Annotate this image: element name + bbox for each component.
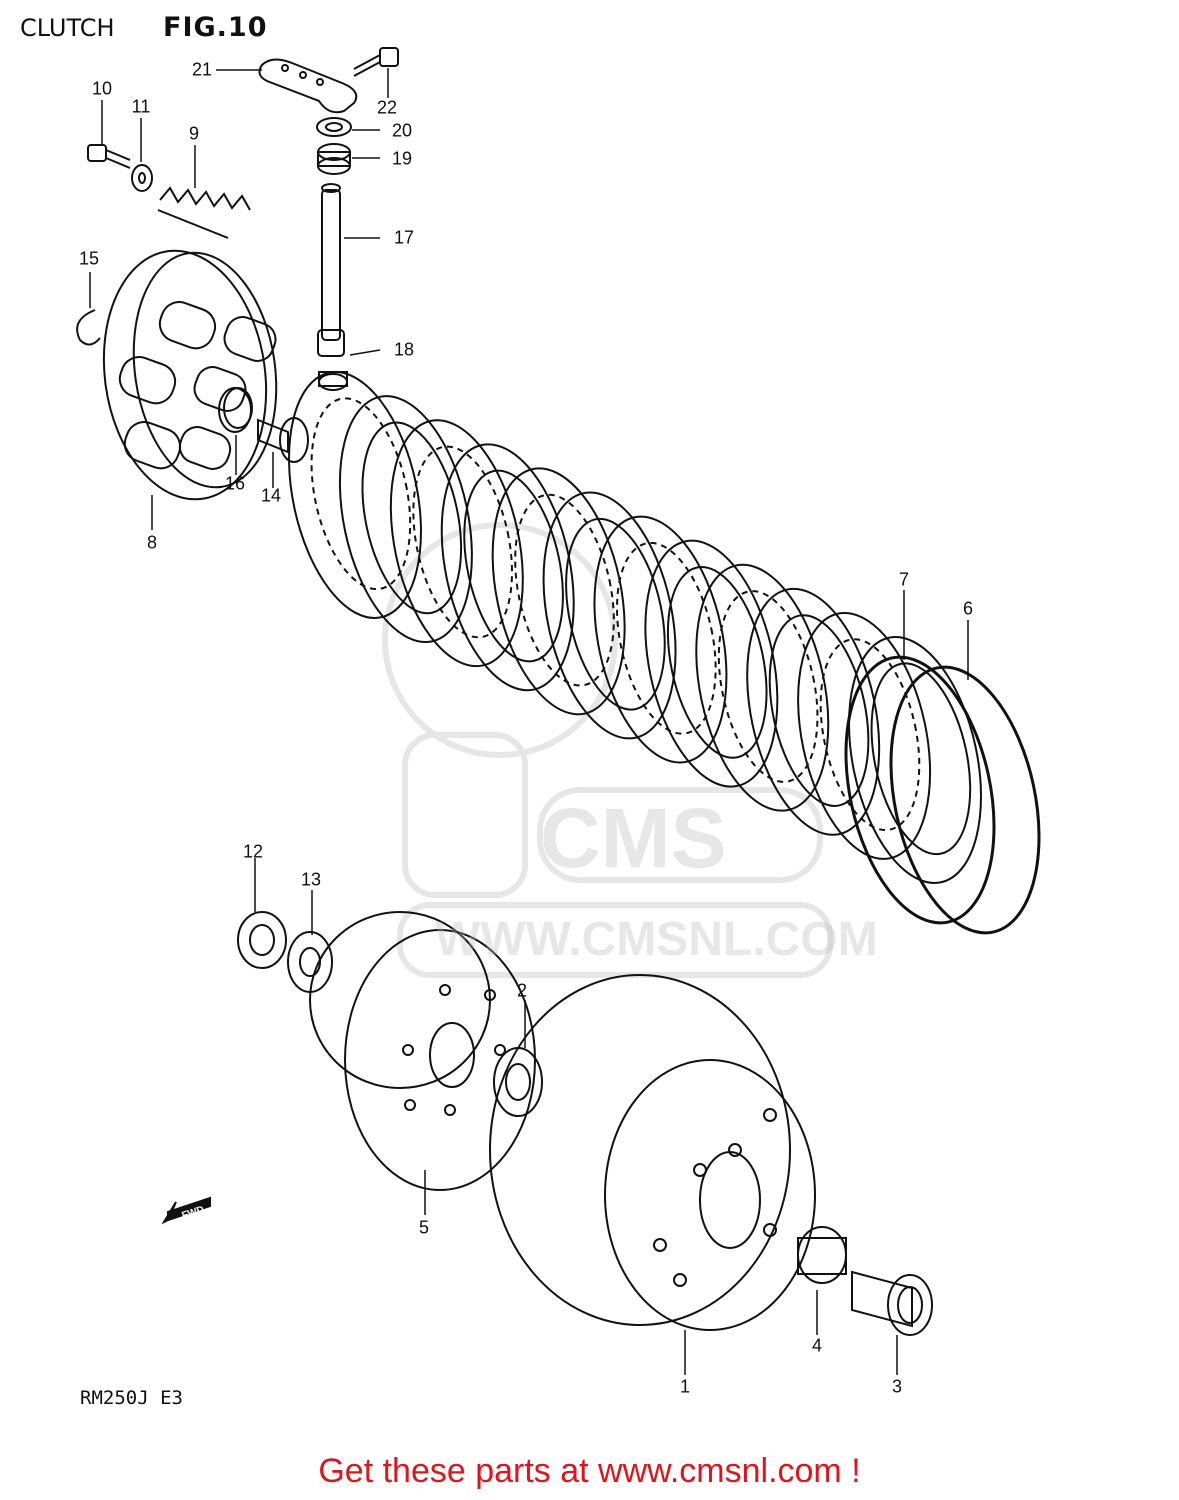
plate-inner-teeth [870, 662, 972, 856]
callout-14: 14 [260, 485, 282, 506]
spring-bolt [87, 144, 131, 169]
clutch-plate-stack [288, 371, 1041, 935]
drive-plate [593, 515, 728, 764]
callout-12: 12 [242, 841, 264, 862]
drive-plate [288, 371, 422, 619]
callout-19: 19 [391, 148, 413, 169]
drive-plate-front [889, 665, 1041, 935]
circlip [76, 309, 101, 346]
callout-10: 10 [91, 78, 113, 99]
friction-plate-front [844, 655, 996, 925]
clutch-sleeve-hub [309, 911, 536, 1191]
needle-bearing [797, 1226, 847, 1284]
callout-1: 1 [679, 1376, 691, 1397]
plate-inner-teeth [514, 493, 615, 687]
shaft-oil-seal [316, 117, 352, 137]
lock-washer [287, 931, 333, 993]
callout-13: 13 [300, 869, 322, 890]
pressure-plate [102, 249, 278, 501]
release-bearing [218, 387, 252, 433]
callout-17: 17 [393, 227, 415, 248]
plate-inner-teeth [565, 517, 666, 711]
callout-18: 18 [393, 339, 415, 360]
plate-inner-teeth [819, 638, 921, 832]
callout-15: 15 [78, 248, 100, 269]
figure-number: FIG.10 [163, 12, 268, 43]
callout-11: 11 [131, 96, 151, 117]
clutch-housing [489, 974, 816, 1331]
callout-21: 21 [191, 59, 213, 80]
release-shaft [317, 183, 345, 357]
plate-inner-teeth [768, 614, 870, 807]
drive-plate [695, 563, 830, 812]
model-code: RM250J E3 [80, 1387, 183, 1409]
callout-8: 8 [146, 532, 158, 553]
drive-plate [491, 467, 626, 716]
callout-16: 16 [224, 473, 246, 494]
clutch-spring [157, 186, 251, 239]
footer-parts-link[interactable]: Get these parts at www.cmsnl.com ! [318, 1452, 861, 1490]
callout-3: 3 [891, 1376, 903, 1397]
forward-arrow-icon [161, 1196, 211, 1225]
plate-inner-teeth [616, 541, 717, 735]
callout-20: 20 [391, 120, 413, 141]
plate-inner-teeth [310, 397, 412, 591]
spring-washer [131, 164, 153, 192]
callout-22: 22 [376, 97, 398, 118]
callout-7: 7 [898, 569, 910, 590]
callout-5: 5 [418, 1217, 430, 1238]
drive-plate [389, 419, 524, 668]
plate-inner-teeth [463, 469, 564, 663]
arm-bolt [353, 47, 399, 77]
spacer [851, 1270, 933, 1336]
shaft-needle-bearing [317, 143, 351, 175]
plate-inner-teeth [412, 445, 513, 639]
driven-plate [848, 636, 982, 884]
callout-6: 6 [962, 598, 974, 619]
callout-9: 9 [188, 123, 200, 144]
leader-lines [89, 68, 969, 1375]
callout-4: 4 [811, 1335, 823, 1356]
plate-inner-teeth [666, 566, 768, 759]
callout-2: 2 [516, 980, 528, 1001]
watermark-logo [382, 522, 833, 978]
diagram-title: CLUTCH [20, 14, 115, 42]
plate-inner-teeth [717, 590, 819, 783]
drive-plate [797, 611, 932, 860]
plate-inner-teeth [361, 421, 463, 615]
push-piece [257, 417, 309, 463]
clutch-sleeve-hub-nut [237, 911, 287, 969]
release-arm [258, 58, 358, 114]
